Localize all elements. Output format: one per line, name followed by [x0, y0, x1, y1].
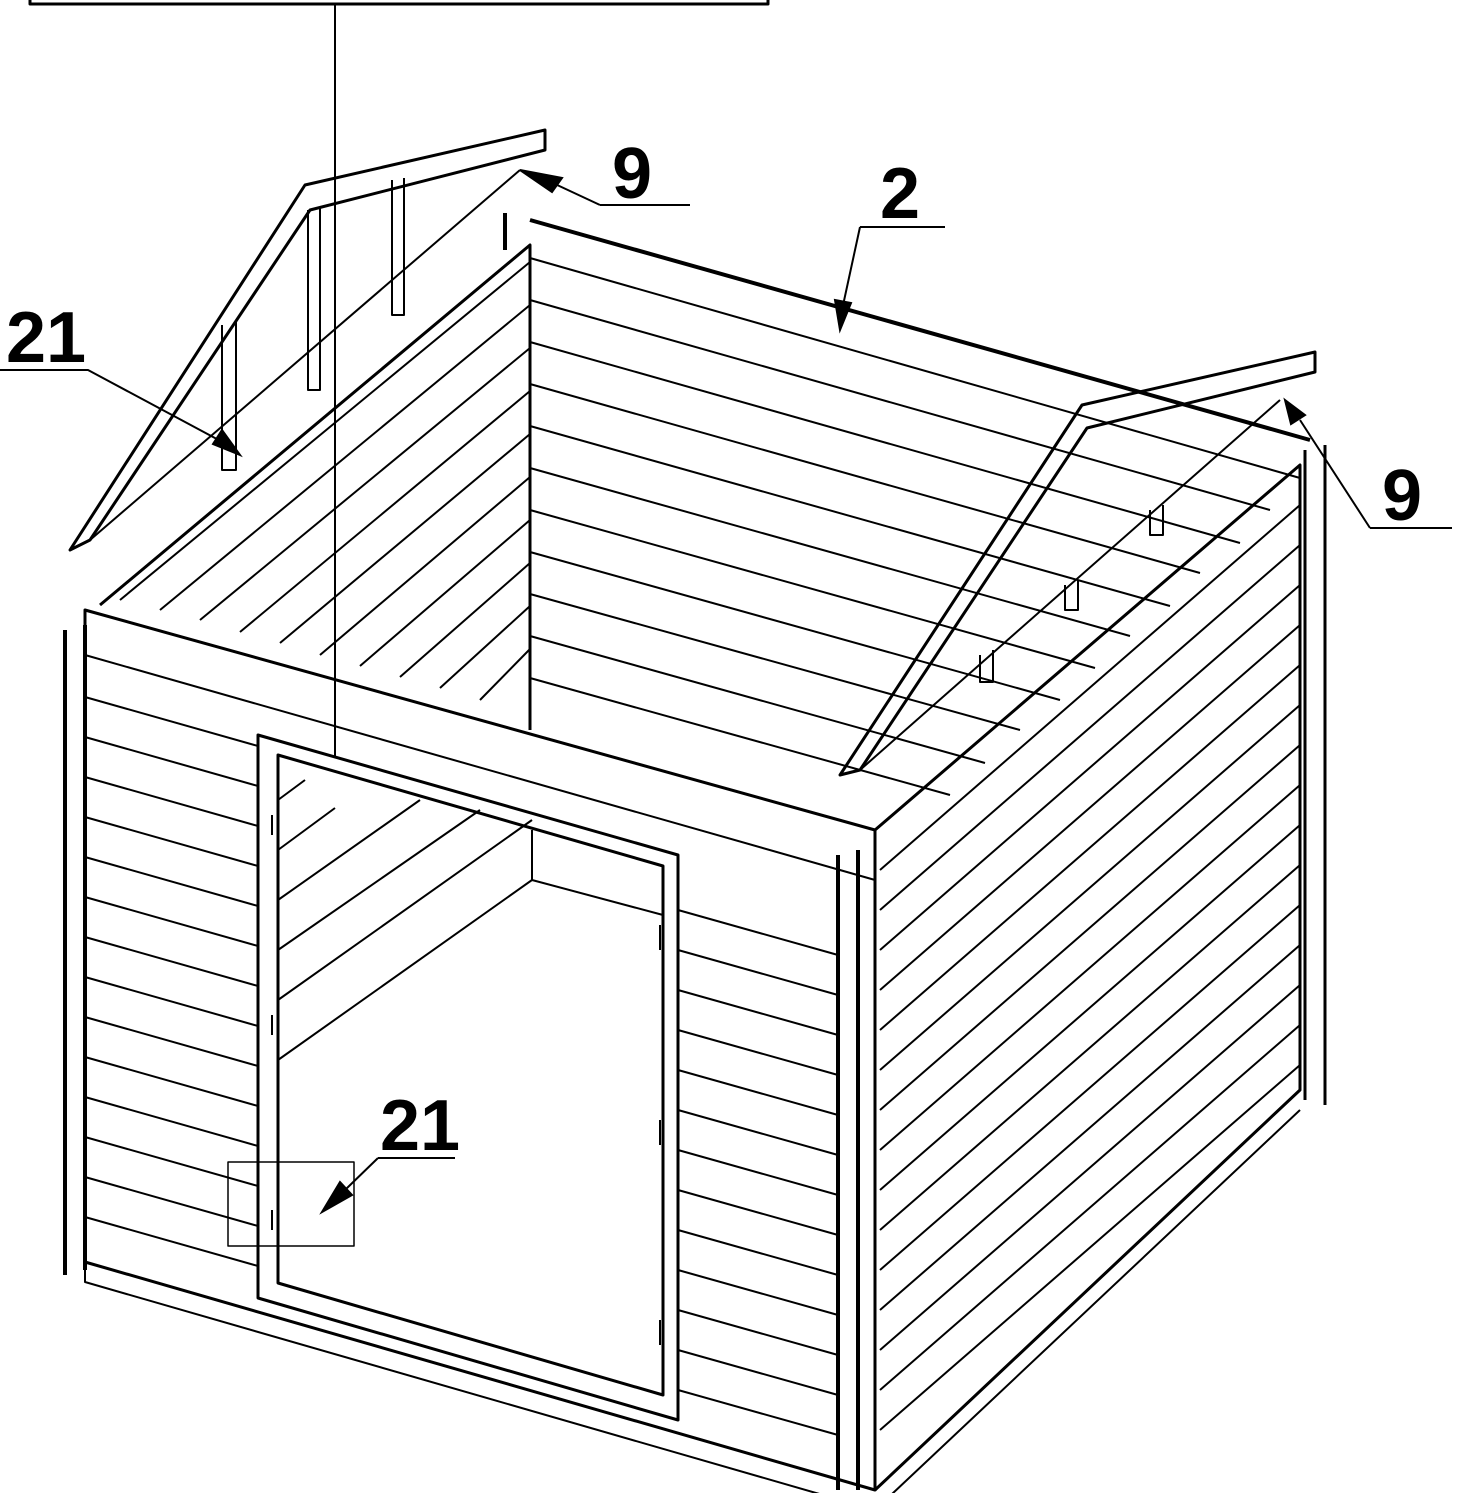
- arrow-21-left: [211, 428, 243, 458]
- corner-posts: [63, 445, 1327, 1490]
- arrow-2: [833, 298, 853, 334]
- right-gable: [838, 350, 1317, 777]
- callout-leaders: [0, 169, 1452, 1215]
- arrow-9-right: [1283, 397, 1307, 426]
- callout-label-gable-right: 9: [612, 134, 652, 214]
- callout-label-gable-left: 9: [1382, 456, 1422, 536]
- door-frame: [256, 733, 680, 1422]
- callout-label-bracket-door: 21: [380, 1086, 460, 1166]
- hinge-detail-box: [227, 1161, 355, 1247]
- arrow-21-door: [319, 1180, 354, 1215]
- right-wall: [873, 463, 1302, 1493]
- arrow-9-left: [519, 169, 564, 194]
- callout-label-back-wall: 2: [880, 154, 920, 234]
- front-wall: [83, 608, 877, 1493]
- callout-label-bracket-left: 21: [6, 298, 86, 378]
- left-wall: [99, 243, 533, 1001]
- back-wall: [503, 213, 1311, 796]
- door-hinges: [271, 815, 661, 1345]
- left-gable: [68, 128, 547, 552]
